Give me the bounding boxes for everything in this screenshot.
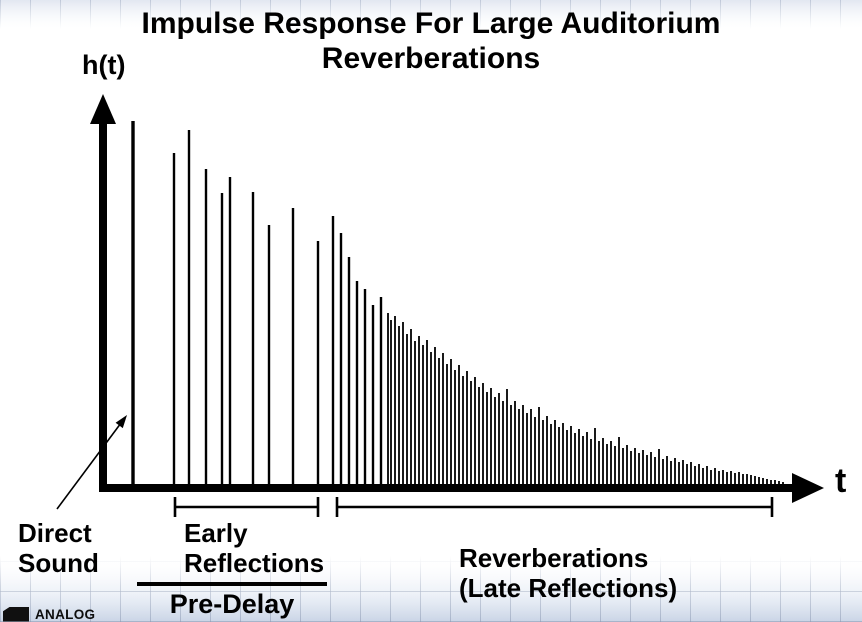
y-axis-label: h(t) <box>82 50 126 80</box>
y-axis-arrowhead-icon <box>90 94 116 124</box>
analog-devices-logo-icon <box>3 606 29 622</box>
slide-title: Impulse Response For Large Auditorium Re… <box>0 6 862 76</box>
pre-delay-underline <box>137 582 327 586</box>
x-axis <box>99 484 794 492</box>
direct-sound-arrow <box>56 422 122 510</box>
reverberations-label: Reverberations (Late Reflections) <box>459 543 678 603</box>
analog-devices-logo-text: ANALOG <box>35 606 96 622</box>
bottom-grid-band <box>0 556 862 622</box>
top-gridline-band <box>0 0 862 30</box>
x-axis-label: t <box>835 462 847 500</box>
slide-title-line2: Reverberations <box>321 42 541 75</box>
direct-sound-arrowhead-icon <box>115 415 127 429</box>
direct-sound-label: Direct Sound <box>18 518 99 578</box>
x-axis-arrowhead-icon <box>792 473 824 503</box>
early-reflections-label: Early Reflections <box>184 518 325 578</box>
pre-delay-label: Pre-Delay <box>169 589 295 619</box>
slide-title-line1: Impulse Response For Large Auditorium <box>141 7 721 40</box>
y-axis <box>99 108 107 492</box>
analog-devices-logo: ANALOG <box>3 606 95 622</box>
